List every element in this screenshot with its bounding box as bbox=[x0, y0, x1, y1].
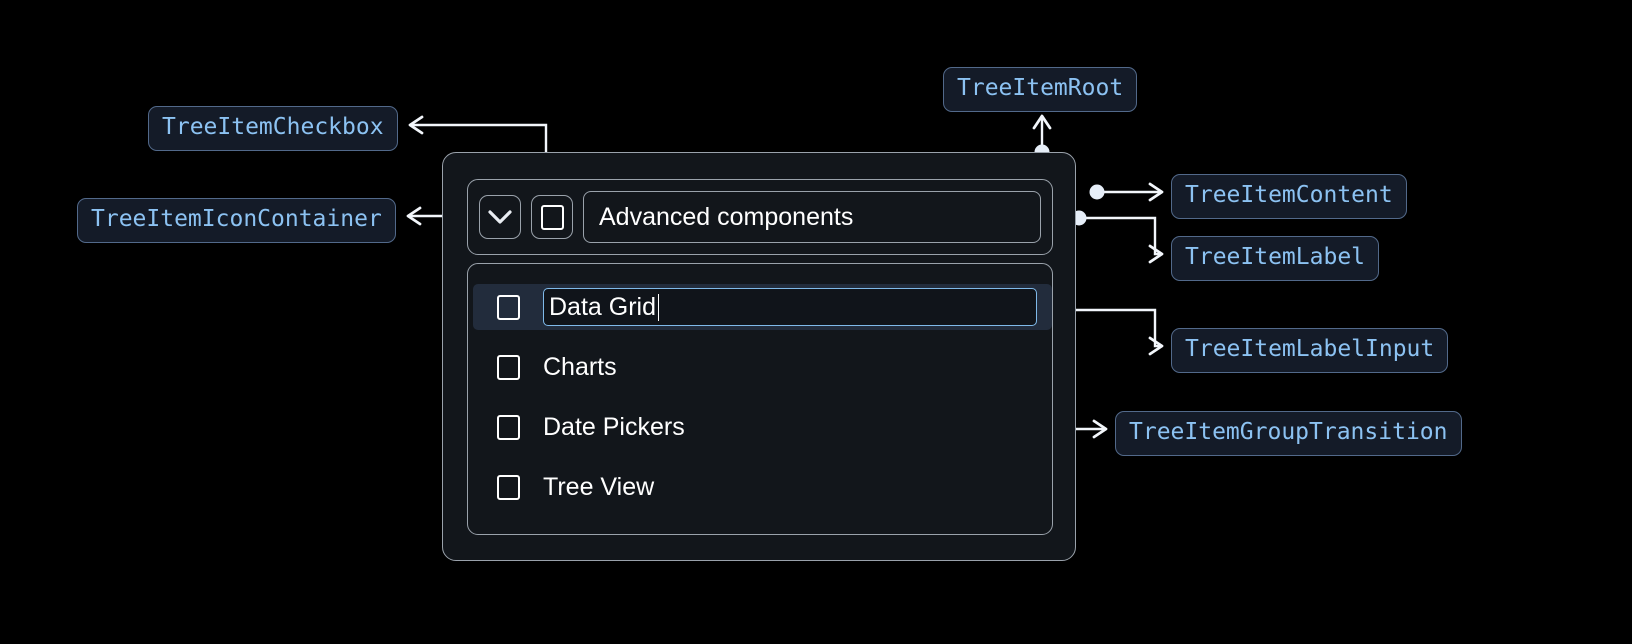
tree-child-label: Tree View bbox=[543, 472, 655, 501]
tree-item-label-input-value: Data Grid bbox=[549, 292, 656, 321]
tree-child-label: Charts bbox=[543, 352, 617, 381]
tree-child-row-data-grid[interactable]: Data Grid bbox=[473, 284, 1052, 330]
chevron-down-icon bbox=[488, 210, 512, 224]
badge-tree-item-content[interactable]: TreeItemContent bbox=[1171, 174, 1407, 219]
tree-child-checkbox[interactable] bbox=[497, 294, 520, 320]
badge-tree-item-root[interactable]: TreeItemRoot bbox=[943, 67, 1138, 112]
badge-tree-item-icon-container[interactable]: TreeItemIconContainer bbox=[77, 198, 396, 243]
connector-tree-item-label bbox=[1071, 210, 1164, 264]
connector-tree-item-content bbox=[1089, 182, 1164, 202]
tree-item-label-text: Advanced components bbox=[599, 202, 854, 231]
checkbox-box bbox=[540, 204, 564, 230]
tree-child-checkbox[interactable] bbox=[497, 414, 520, 440]
tree-child-row-charts[interactable]: Charts bbox=[468, 344, 1052, 390]
text-caret bbox=[657, 293, 660, 321]
tree-item-label[interactable]: Advanced components bbox=[583, 191, 1041, 243]
tree-item-group-transition: Data Grid Charts Date Pickers Tree View bbox=[467, 263, 1053, 535]
badge-tree-item-group-transition[interactable]: TreeItemGroupTransition bbox=[1115, 411, 1462, 456]
tree-child-checkbox[interactable] bbox=[497, 474, 520, 500]
tree-item-root[interactable]: Advanced components Data Grid Charts Dat… bbox=[442, 152, 1076, 561]
tree-child-row-date-pickers[interactable]: Date Pickers bbox=[468, 404, 1052, 450]
tree-item-checkbox[interactable] bbox=[531, 195, 573, 239]
badge-tree-item-label-input[interactable]: TreeItemLabelInput bbox=[1171, 328, 1449, 373]
badge-tree-item-label[interactable]: TreeItemLabel bbox=[1171, 236, 1380, 281]
tree-child-row-tree-view[interactable]: Tree View bbox=[468, 464, 1052, 510]
tree-child-checkbox[interactable] bbox=[497, 354, 520, 380]
tree-child-label: Date Pickers bbox=[543, 412, 685, 441]
badge-tree-item-checkbox[interactable]: TreeItemCheckbox bbox=[148, 106, 398, 151]
tree-item-label-input[interactable]: Data Grid bbox=[543, 288, 1037, 326]
tree-item-content[interactable]: Advanced components bbox=[467, 179, 1053, 255]
tree-item-icon-container[interactable] bbox=[479, 195, 521, 239]
